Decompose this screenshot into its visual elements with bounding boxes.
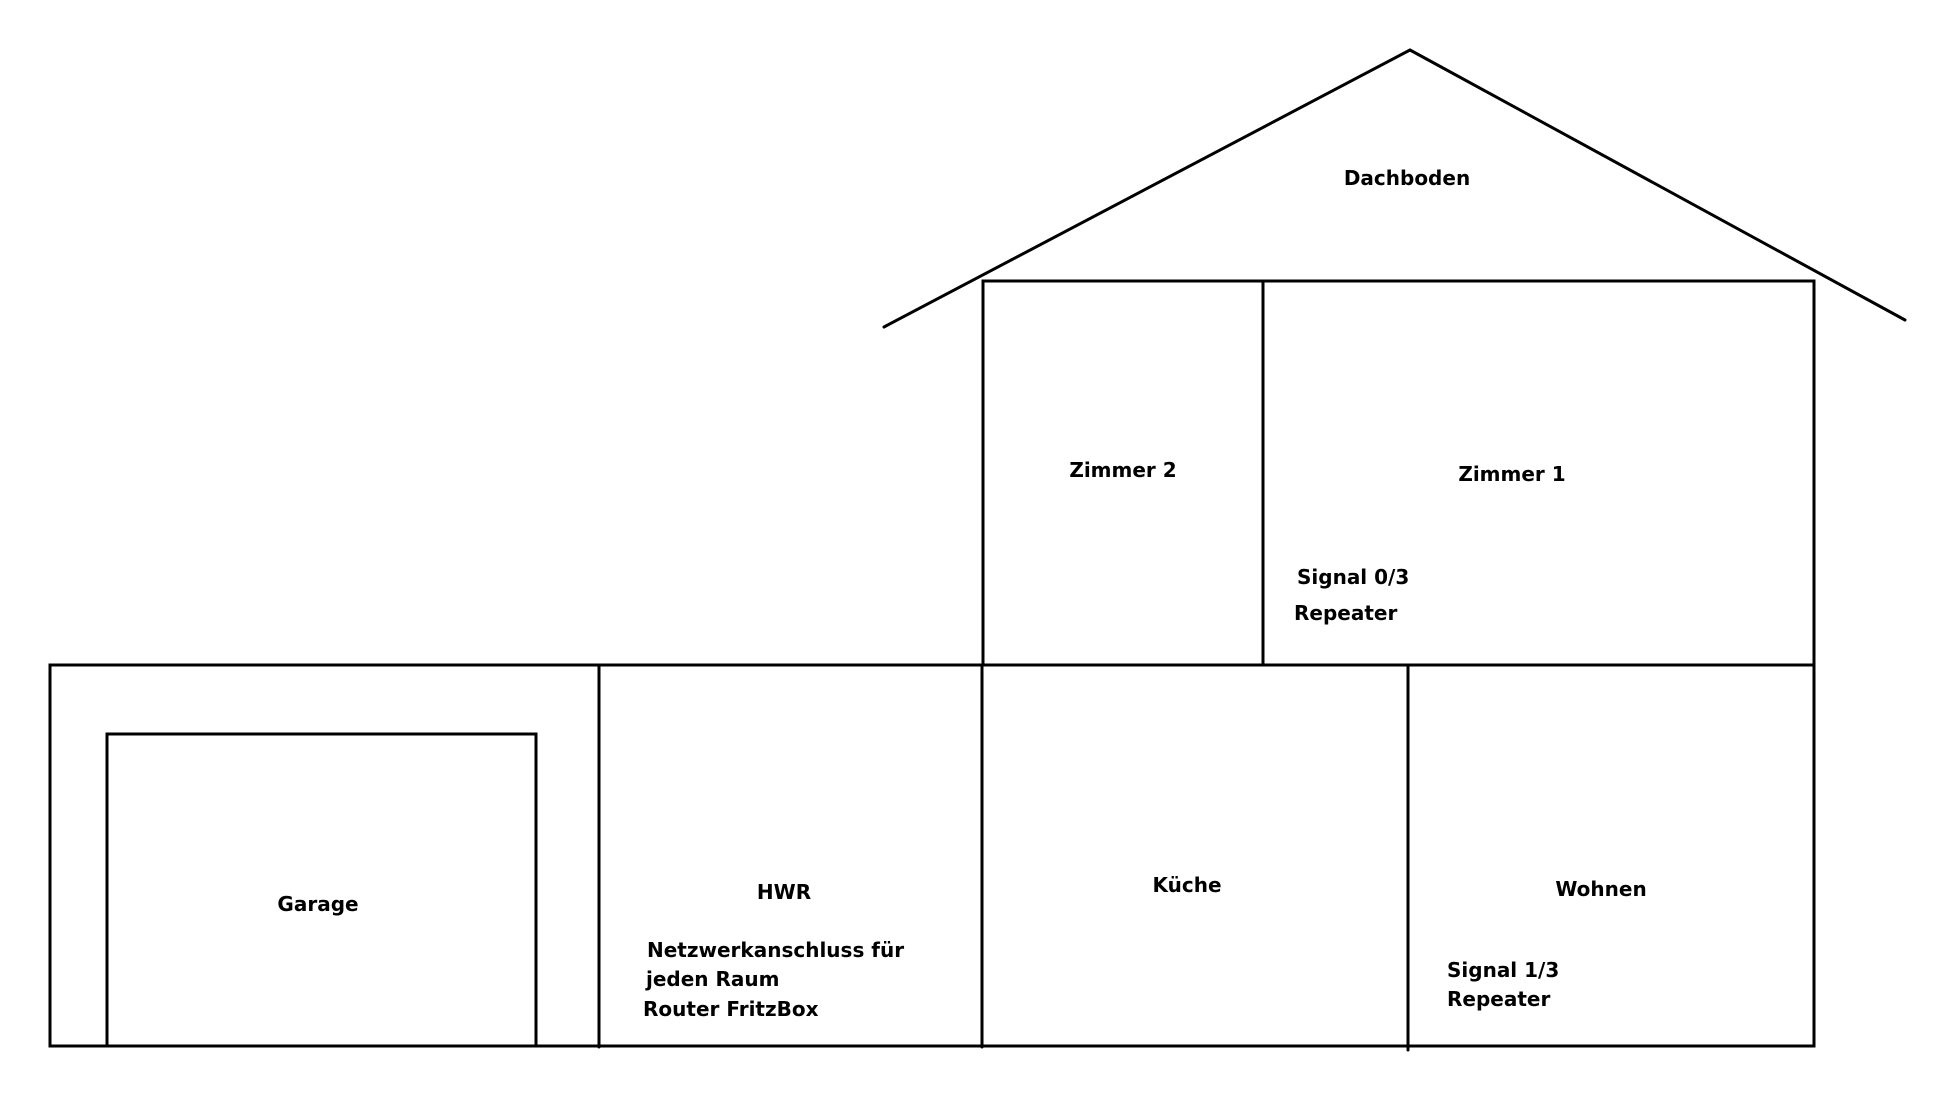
room-label-zimmer2: Zimmer 2 (1069, 458, 1176, 482)
room-label-hwr: HWR (757, 880, 811, 904)
room-label-wohnen: Wohnen (1555, 877, 1646, 901)
wohnen-signal-note: Signal 1/3 (1447, 958, 1559, 982)
room-label-garage: Garage (277, 892, 358, 916)
room-label-zimmer1: Zimmer 1 (1458, 462, 1565, 486)
hwr-note-line2: jeden Raum (645, 967, 779, 991)
garage-door (105, 732, 538, 1047)
room-label-kueche: Küche (1152, 873, 1221, 897)
room-label-dachboden: Dachboden (1344, 166, 1470, 190)
zimmer1-signal-note: Signal 0/3 (1297, 565, 1409, 589)
hwr-note-line3: Router FritzBox (643, 997, 819, 1021)
wohnen-repeater-note: Repeater (1447, 987, 1550, 1011)
roof-outline (882, 48, 1907, 329)
ground-floor-outline (48, 663, 1816, 1048)
zimmer1-repeater-note: Repeater (1294, 601, 1397, 625)
hwr-note-line1: Netzwerkanschluss für (647, 938, 904, 962)
